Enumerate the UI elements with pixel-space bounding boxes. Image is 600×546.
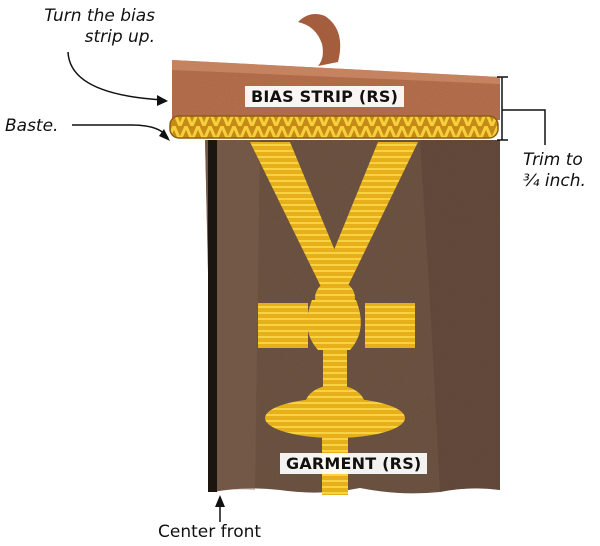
center-front-text: Center front bbox=[158, 522, 261, 542]
trim-annotation: Trim to ¾ inch. bbox=[523, 150, 595, 192]
trim-text: Trim to ¾ inch. bbox=[523, 150, 586, 191]
bias-strip-label: BIAS STRIP (RS) bbox=[245, 86, 404, 107]
turn-up-text: Turn the bias strip up. bbox=[44, 6, 155, 47]
bias-strip-label-text: BIAS STRIP (RS) bbox=[251, 87, 398, 106]
trim-arrow bbox=[502, 110, 545, 145]
baste-arrow bbox=[72, 125, 168, 138]
center-front-edge bbox=[208, 140, 217, 492]
bias-tail bbox=[298, 14, 340, 66]
garment-label: GARMENT (RS) bbox=[280, 453, 427, 474]
turn-up-annotation: Turn the bias strip up. bbox=[5, 6, 155, 48]
turn-up-arrow bbox=[68, 52, 165, 100]
center-front-annotation: Center front bbox=[158, 522, 261, 543]
baste-annotation: Baste. bbox=[5, 116, 58, 137]
garment-label-text: GARMENT (RS) bbox=[286, 454, 421, 473]
basted-trim bbox=[170, 116, 498, 138]
baste-text: Baste. bbox=[5, 116, 58, 136]
